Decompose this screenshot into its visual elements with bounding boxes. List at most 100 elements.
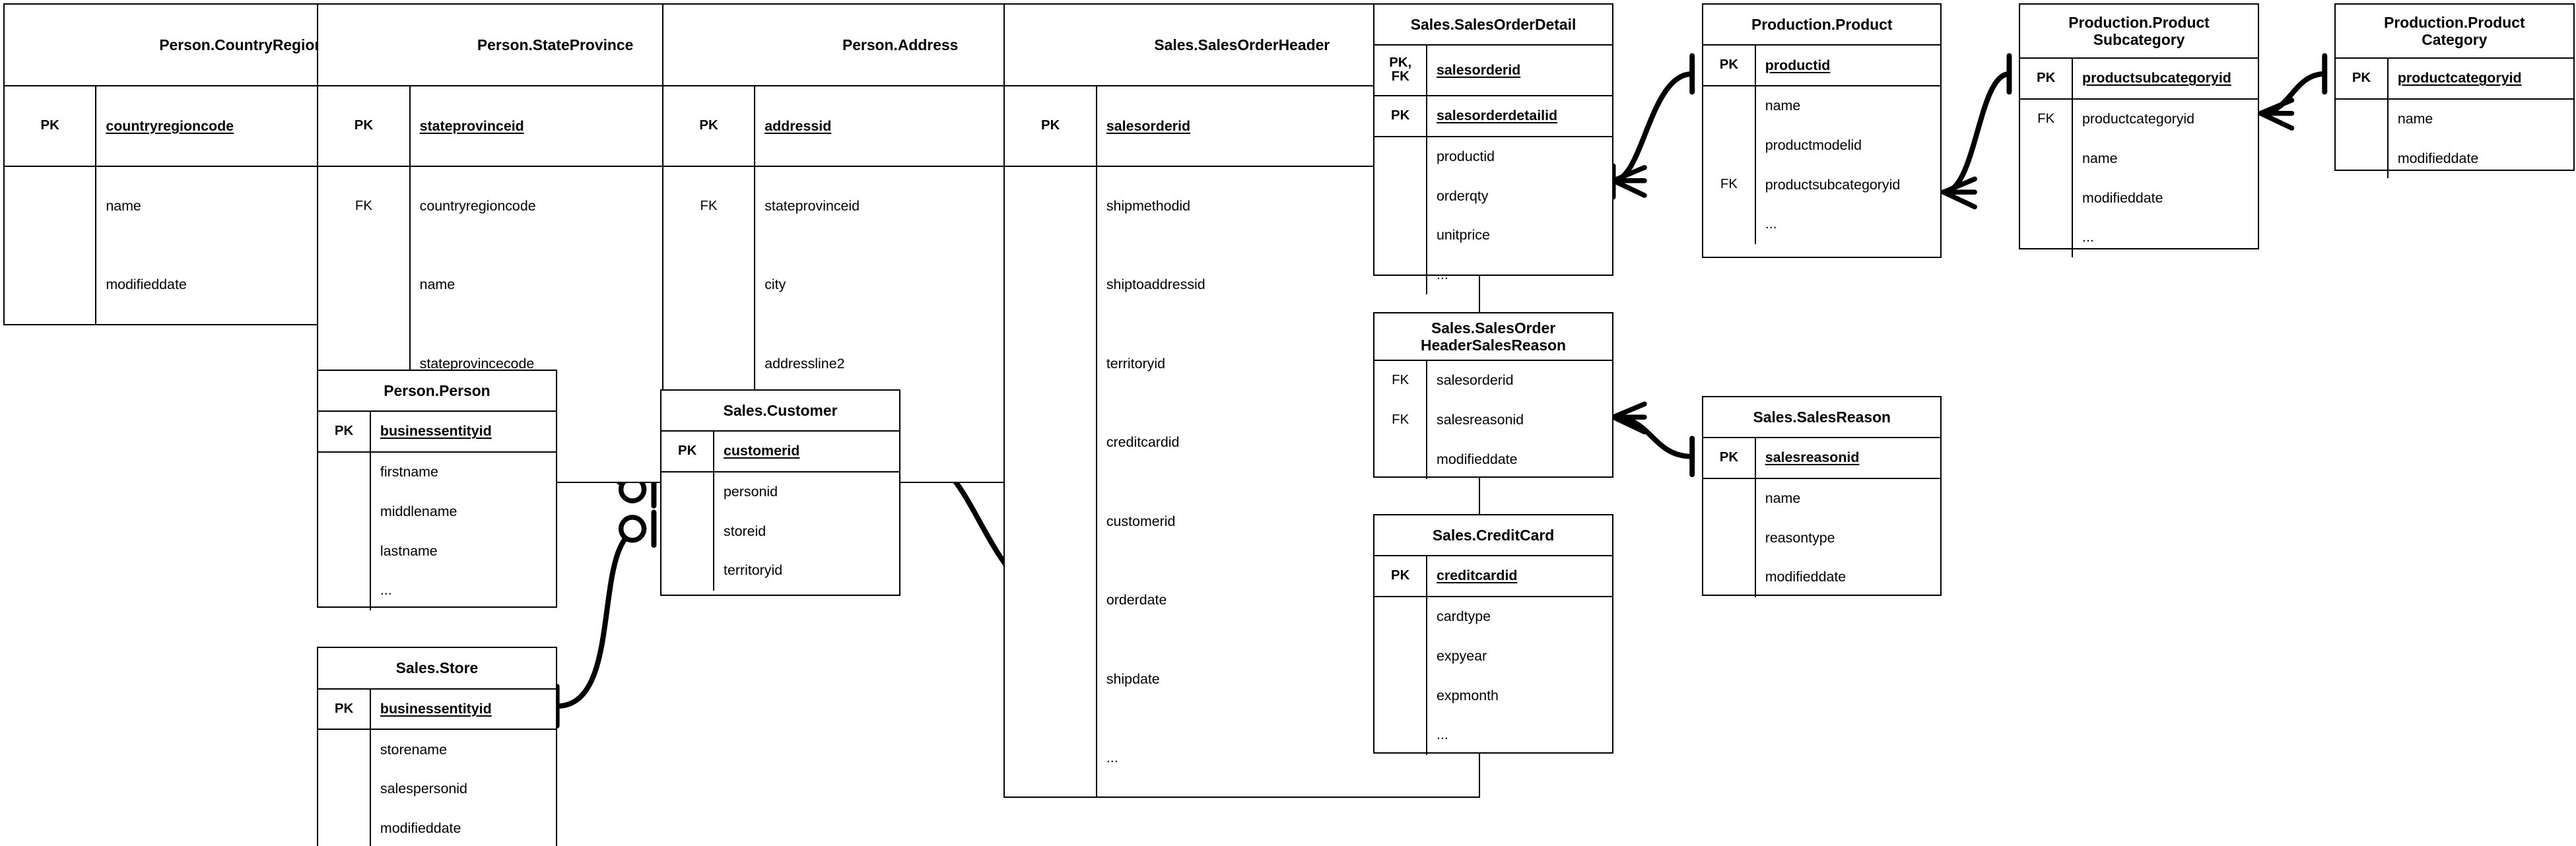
attribute-row[interactable]: ... — [1374, 255, 1611, 295]
attribute-row[interactable]: modifieddate — [5, 245, 479, 325]
attribute-key-label — [1005, 324, 1097, 404]
entity-title: Sales.Customer — [661, 391, 899, 432]
attribute-name: name — [2082, 150, 2118, 166]
attribute-row[interactable]: ... — [2020, 217, 2257, 257]
attribute-key-label — [2336, 139, 2389, 179]
attribute-row[interactable]: name — [2336, 99, 2573, 139]
attribute-row[interactable]: territoryid — [661, 551, 898, 591]
attribute-row[interactable]: name — [1703, 478, 1940, 519]
attribute-row[interactable]: reasontype — [1703, 518, 1940, 558]
attribute-row[interactable]: expmonth — [1374, 676, 1611, 715]
attribute-row[interactable]: modifieddate — [318, 808, 555, 846]
attribute-key-label — [1005, 718, 1097, 798]
attribute-row[interactable]: orderdate — [1005, 561, 1479, 640]
attribute-row[interactable]: stateprovincecode — [318, 324, 792, 404]
attribute-row[interactable]: shipdate — [1005, 639, 1479, 719]
attribute-row[interactable]: cardtype — [1374, 597, 1611, 637]
attribute-row[interactable]: ... — [318, 570, 555, 610]
attribute-key-label — [661, 472, 714, 512]
entity-title-line: Person.StateProvince — [477, 36, 634, 54]
attribute-name: creditcardid — [1437, 568, 1518, 584]
attribute-row[interactable]: shipmethodid — [1005, 166, 1479, 246]
attribute-row[interactable]: modifieddate — [1374, 439, 1611, 480]
attribute-key-label: PK — [5, 86, 97, 166]
entity-title-line: Production.Product — [2068, 13, 2210, 31]
attribute-row[interactable]: modifieddate — [2336, 139, 2573, 179]
attribute-row[interactable]: name — [1703, 86, 1940, 126]
attribute-name: firstname — [380, 464, 438, 480]
attribute-row[interactable]: name — [318, 245, 792, 325]
attribute-row[interactable]: ... — [1703, 205, 1940, 244]
attribute-row[interactable]: modifieddate — [2020, 178, 2257, 218]
connector-productsubcategory-productcategory — [2258, 53, 2328, 131]
attribute-key-label — [1374, 255, 1428, 295]
attribute-row[interactable]: territoryid — [1005, 324, 1479, 404]
entity-title-line: Sales.Store — [395, 659, 479, 677]
attribute-row[interactable]: expyear — [1374, 636, 1611, 676]
attribute-key-label — [318, 452, 371, 492]
attribute-row[interactable]: unitprice — [1374, 215, 1611, 255]
attribute-row[interactable]: personid — [661, 472, 898, 512]
attribute-row[interactable]: productid — [1374, 137, 1611, 177]
attribute-row[interactable]: storename — [318, 730, 555, 770]
attribute-key-label — [1374, 715, 1428, 755]
attribute-row[interactable]: productmodelid — [1703, 125, 1940, 166]
entity-title: Sales.SalesReason — [1703, 397, 1941, 438]
attribute-name: shiptoaddressid — [1106, 277, 1205, 293]
attribute-row[interactable]: ... — [1374, 715, 1611, 755]
attribute-row[interactable]: shiptoaddressid — [1005, 245, 1479, 325]
connector-salesorderdetail-product — [1610, 53, 1695, 200]
attribute-key-label — [1374, 597, 1428, 637]
attribute-row[interactable]: customerid — [1005, 482, 1479, 562]
attribute-row[interactable]: name — [2020, 139, 2257, 179]
attribute-name: ... — [1106, 750, 1118, 766]
attribute-row[interactable]: name — [5, 166, 479, 246]
attribute-row[interactable]: creditcardid — [1005, 403, 1479, 482]
attribute-row[interactable]: addressline2 — [663, 324, 1137, 404]
attribute-row[interactable]: lastname — [318, 531, 555, 571]
attribute-row[interactable]: city — [663, 245, 1137, 325]
attribute-name: unitprice — [1437, 227, 1490, 244]
attribute-key-label — [2020, 217, 2074, 257]
attribute-row[interactable]: salespersonid — [318, 769, 555, 809]
attribute-row[interactable]: ... — [1005, 718, 1479, 798]
attribute-row[interactable]: middlename — [318, 492, 555, 532]
attribute-row[interactable]: orderqty — [1374, 176, 1611, 216]
attribute-row[interactable]: modifieddate — [1703, 558, 1940, 597]
attribute-key-label — [318, 531, 371, 571]
attribute-row[interactable]: storeid — [661, 511, 898, 552]
attribute-row[interactable]: firstname — [318, 452, 555, 492]
